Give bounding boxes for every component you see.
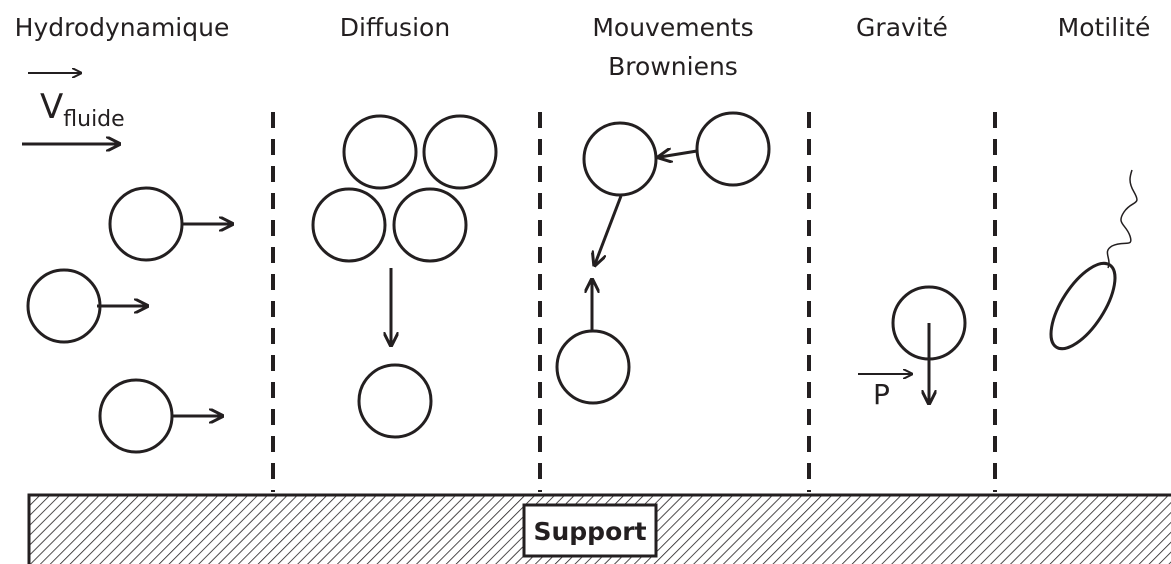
header-mouvements: Mouvements bbox=[592, 13, 753, 42]
support-label: Support bbox=[533, 517, 646, 546]
p-label: P bbox=[873, 378, 890, 411]
header-motilite: Motilité bbox=[1058, 13, 1151, 42]
diffusion-particle-4 bbox=[392, 187, 468, 263]
hydro-particle-2 bbox=[26, 268, 102, 344]
header-browniens: Browniens bbox=[608, 52, 738, 81]
header-hydrodynamique: Hydrodynamique bbox=[15, 13, 230, 42]
hydro-particle-3 bbox=[98, 378, 174, 454]
brownian-particle-1 bbox=[582, 121, 658, 197]
diffusion-particle-5 bbox=[357, 363, 433, 439]
support-label-box bbox=[522, 503, 658, 558]
brownian-particle-2 bbox=[695, 111, 771, 187]
diffusion-particle-1 bbox=[342, 114, 418, 190]
brownian-particle-3 bbox=[555, 329, 631, 405]
diffusion-particle-2 bbox=[422, 114, 498, 190]
hydro-particle-1 bbox=[108, 186, 184, 262]
header-gravite: Gravité bbox=[856, 13, 948, 42]
header-diffusion: Diffusion bbox=[340, 13, 450, 42]
flagellum bbox=[1106, 169, 1138, 269]
bacterium-body bbox=[1049, 261, 1117, 351]
diffusion-particle-3 bbox=[311, 187, 387, 263]
brownian-arrow-2 bbox=[595, 195, 623, 264]
v-fluide-label: Vfluide bbox=[40, 87, 125, 132]
brownian-arrow-1 bbox=[660, 151, 698, 157]
